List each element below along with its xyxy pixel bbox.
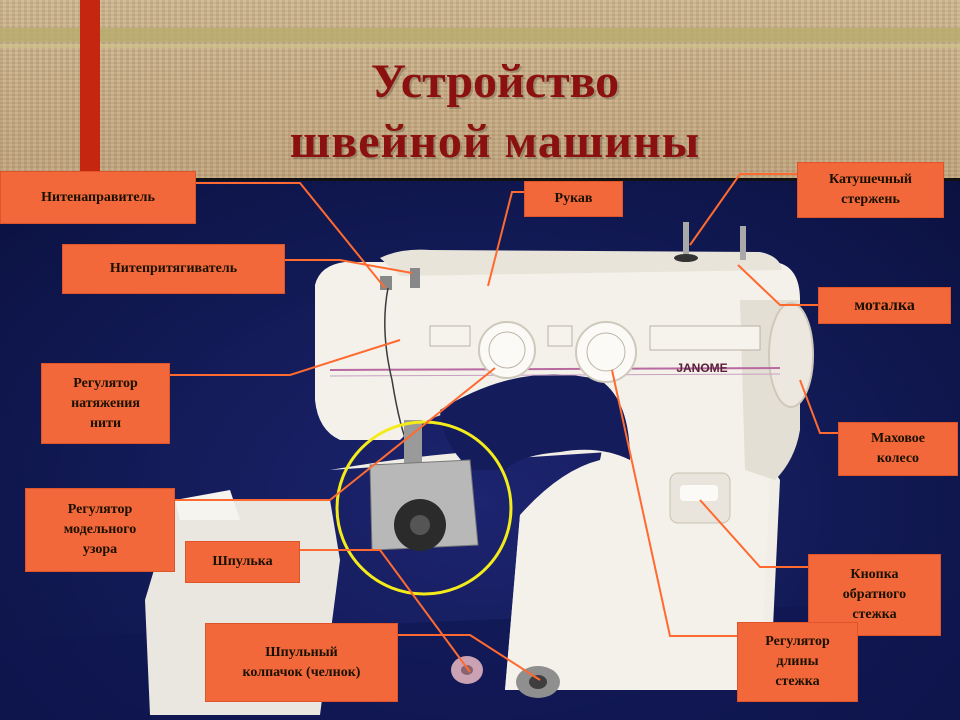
leader-knopka-obratnogo: [699, 499, 808, 568]
highlight-circle: [335, 420, 513, 596]
label-nitenapravitel: Нитенаправитель: [0, 171, 196, 224]
leader-shpulka: [300, 549, 471, 673]
leader-lines: [170, 173, 838, 681]
leader-rukav: [487, 191, 524, 287]
decorative-band: [0, 28, 960, 42]
leader-nitenapravitel: [196, 182, 386, 289]
leader-katushechny: [689, 173, 797, 246]
leader-regulator-natyazheniya: [170, 339, 401, 376]
brand-logo: JANOME: [676, 361, 727, 375]
leader-niteprityagivatel: [285, 259, 413, 274]
label-katushechny-sterzhen: Катушечный стержень: [797, 162, 944, 218]
leader-regulator-dliny: [611, 369, 737, 637]
decorative-band-thin: [0, 44, 960, 48]
label-motalka: моталка: [818, 287, 951, 324]
label-rukav: Рукав: [524, 181, 623, 217]
label-regulator-uzora: Регулятор модельного узора: [25, 488, 175, 572]
label-makhovoe-koleso: Маховое колесо: [838, 422, 958, 476]
leader-motalka: [737, 264, 818, 306]
leader-regulator-uzora: [175, 367, 496, 501]
page-title: Устройство швейной машины: [0, 52, 960, 172]
label-regulator-natyazheniya: Регулятор натяжения нити: [41, 363, 170, 444]
leader-shpulny-kolpachok: [398, 634, 541, 681]
handwheel-shape: [768, 302, 814, 408]
title-line-1: Устройство: [370, 55, 620, 108]
machine-body: [315, 222, 814, 690]
photo-top-border: [0, 178, 960, 181]
label-shpulka: Шпулька: [185, 541, 300, 583]
loose-bobbin-case: [516, 666, 560, 698]
label-shpulny-kolpachok: Шпульный колпачок (челнок): [205, 623, 398, 702]
loose-bobbin: [451, 656, 483, 684]
leader-makhovoe-koleso: [799, 379, 838, 434]
label-niteprityagivatel: Нитепритягиватель: [62, 244, 285, 294]
label-regulator-dliny: Регулятор длины стежка: [737, 622, 858, 702]
decorative-red-bar: [80, 0, 100, 196]
title-line-2: швейной машины: [289, 115, 701, 168]
